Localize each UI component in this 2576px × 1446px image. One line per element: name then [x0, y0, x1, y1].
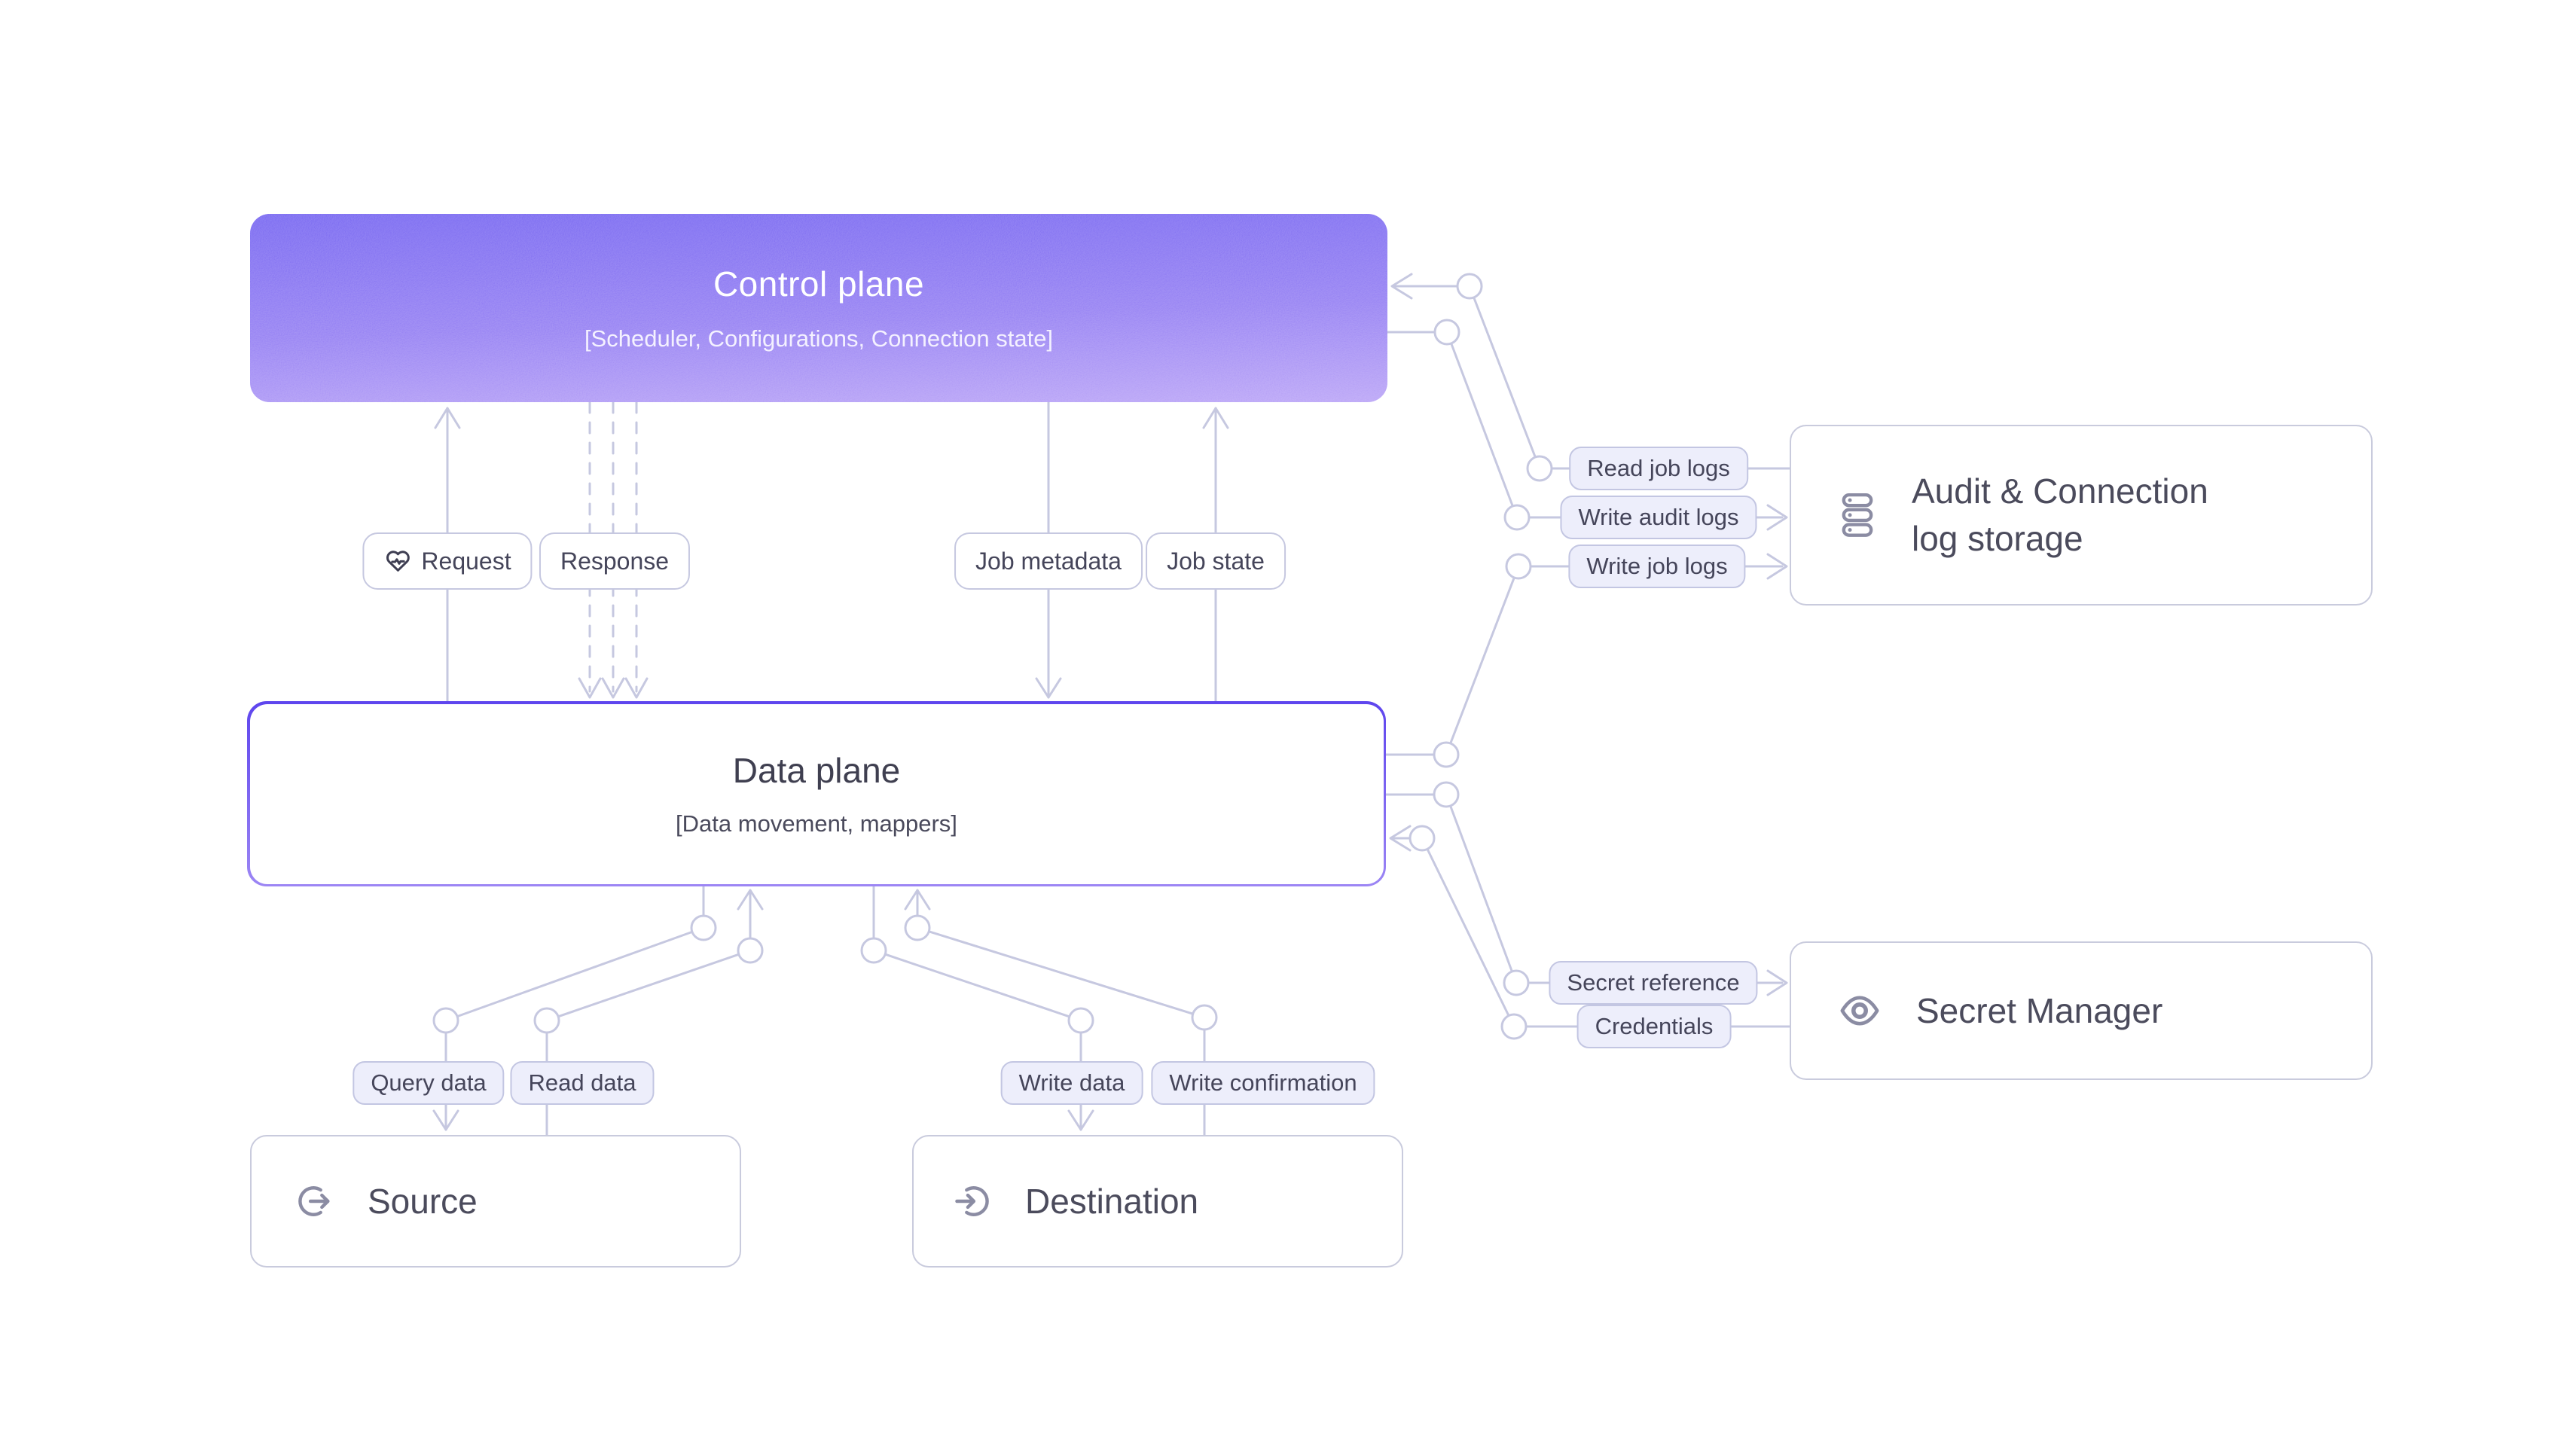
arrow-up-icon: [1202, 407, 1229, 429]
arrow-down-icon: [624, 677, 649, 699]
junction-dot: [1505, 553, 1532, 580]
edge-label-write-confirmation: Write confirmation: [1151, 1061, 1375, 1105]
source-label: Source: [368, 1182, 478, 1221]
edge-label-job-metadata: Job metadata: [954, 532, 1143, 590]
junction-dot: [1526, 455, 1553, 482]
edge-label-request: Request: [362, 532, 533, 590]
audit-log-storage-label: Audit & Connection log storage: [1912, 471, 2208, 558]
arrow-right-icon: [1766, 969, 1788, 996]
edge-credentials-line: [1389, 825, 1791, 1040]
edge-label-write-job-logs-text: Write job logs: [1586, 553, 1728, 579]
junction-dot: [1191, 1004, 1218, 1031]
arrow-left-icon: [1390, 273, 1413, 300]
data-plane-subtitle: [Data movement, mappers]: [676, 810, 957, 837]
destination-label: Destination: [1025, 1182, 1199, 1221]
junction-dot: [860, 937, 887, 964]
arrow-down-icon: [1035, 677, 1062, 699]
edge-label-write-job-logs: Write job logs: [1568, 545, 1746, 588]
control-plane-subtitle: [Scheduler, Configurations, Connection s…: [584, 325, 1054, 352]
node-audit-log-storage: Audit & Connection log storage: [1790, 425, 2373, 606]
edge-label-read-data-text: Read data: [528, 1069, 636, 1096]
edge-label-secret-reference: Secret reference: [1549, 961, 1758, 1005]
junction-dot: [1433, 741, 1460, 768]
eye-icon: [1840, 996, 1879, 1026]
junction-dot: [1409, 825, 1436, 852]
edge-label-read-data: Read data: [510, 1061, 655, 1105]
arrow-up-icon: [737, 889, 764, 911]
data-plane-title: Data plane: [732, 751, 901, 790]
edge-label-read-job-logs: Read job logs: [1569, 447, 1748, 490]
arrow-up-icon: [904, 889, 931, 911]
junction-dot: [904, 914, 931, 941]
control-plane-title: Control plane: [713, 264, 925, 304]
edge-label-job-state: Job state: [1146, 532, 1286, 590]
source-output-icon: [298, 1186, 330, 1216]
edge-label-credentials: Credentials: [1576, 1005, 1732, 1048]
edge-label-secret-reference-text: Secret reference: [1567, 969, 1740, 996]
edge-label-write-audit-logs: Write audit logs: [1560, 496, 1757, 539]
junction-dot: [690, 914, 717, 941]
junction-dot: [1503, 504, 1531, 531]
edge-write-confirmation-line: [904, 889, 1218, 1136]
node-control-plane: Control plane [Scheduler, Configurations…: [250, 214, 1387, 402]
node-secret-manager: Secret Manager: [1790, 941, 2373, 1080]
arrow-up-icon: [434, 407, 461, 429]
junction-dot: [1433, 781, 1460, 808]
arrow-down-icon: [578, 677, 602, 699]
edge-read-job-logs-line: [1390, 273, 1791, 482]
junction-dot: [1067, 1007, 1094, 1034]
edge-label-response: Response: [539, 532, 691, 590]
edge-label-write-data-text: Write data: [1018, 1069, 1125, 1096]
arrow-down-icon: [1067, 1109, 1094, 1131]
edge-label-read-job-logs-text: Read job logs: [1587, 455, 1730, 481]
edge-label-job-state-text: Job state: [1167, 547, 1265, 575]
database-stack-icon: [1842, 493, 1873, 537]
edge-label-write-data: Write data: [1000, 1061, 1143, 1105]
arrow-down-icon: [432, 1109, 459, 1131]
junction-dot: [533, 1007, 560, 1034]
edge-label-request-text: Request: [421, 547, 511, 575]
arrow-right-icon: [1766, 553, 1788, 580]
junction-dot: [432, 1007, 459, 1034]
edge-label-job-metadata-text: Job metadata: [975, 547, 1122, 575]
arrow-down-icon: [601, 677, 625, 699]
node-data-plane: Data plane [Data movement, mappers]: [247, 701, 1386, 886]
edge-secret-reference-line: [1384, 781, 1788, 996]
junction-dot: [1456, 273, 1483, 300]
destination-input-icon: [955, 1186, 989, 1216]
edge-label-response-text: Response: [560, 547, 670, 575]
edge-label-credentials-text: Credentials: [1595, 1013, 1714, 1039]
arrow-right-icon: [1766, 504, 1788, 531]
junction-dot: [1503, 969, 1530, 996]
noise-texture: [250, 214, 1387, 402]
junction-dot: [737, 937, 764, 964]
junction-dot: [1433, 319, 1460, 346]
edge-label-query-data-text: Query data: [371, 1069, 487, 1096]
node-destination: Destination: [912, 1135, 1403, 1268]
secret-manager-label: Secret Manager: [1916, 991, 2163, 1030]
arrow-left-icon: [1389, 825, 1412, 852]
junction-dot: [1500, 1013, 1528, 1040]
edge-write-job-logs-line: [1384, 553, 1788, 768]
edge-label-write-audit-logs-text: Write audit logs: [1578, 504, 1739, 530]
edge-write-audit-logs-line: [1386, 319, 1788, 531]
edge-label-write-confirmation-text: Write confirmation: [1169, 1069, 1357, 1096]
edge-label-query-data: Query data: [353, 1061, 505, 1105]
heartbeat-icon: [386, 551, 410, 572]
node-source: Source: [250, 1135, 741, 1268]
